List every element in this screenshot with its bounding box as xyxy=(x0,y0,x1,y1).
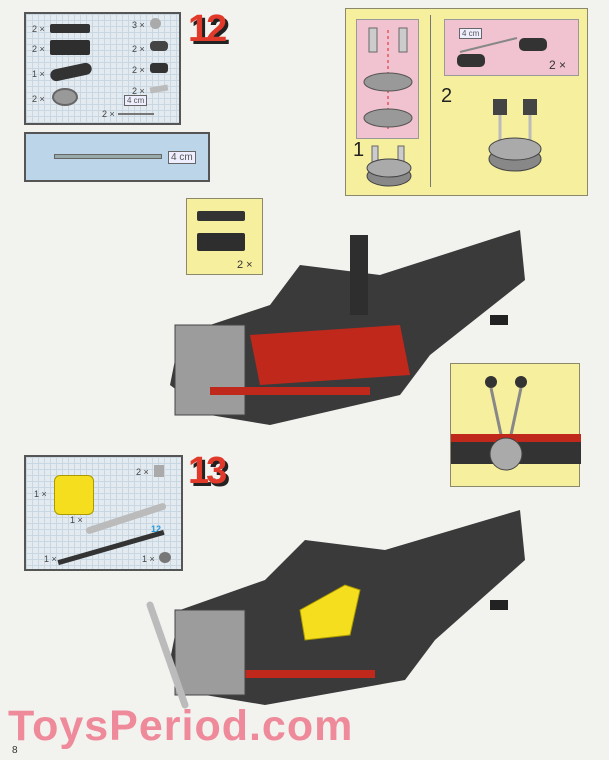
part-qty: 2 × xyxy=(132,86,145,96)
brick-icon xyxy=(197,233,245,251)
model-step12-illustration xyxy=(170,230,525,425)
connectors-icon xyxy=(457,37,547,67)
axle-part xyxy=(118,113,154,115)
part-qty: 2 × xyxy=(32,44,45,54)
subassembly-callout: 1 4 cm 2 × 2 xyxy=(345,8,588,196)
brick-callout: 2 × xyxy=(186,198,263,275)
seat-part xyxy=(54,475,94,515)
page-number: 8 xyxy=(12,745,18,756)
callout-qty: 2 × xyxy=(237,259,253,271)
axle-scale-label: 4 cm xyxy=(124,95,148,106)
pin-detail-icon xyxy=(451,376,581,471)
part-qty: 2 × xyxy=(136,467,149,477)
model-step13-illustration xyxy=(146,510,525,709)
sub1-panel xyxy=(356,19,419,139)
part-qty: 1 × xyxy=(34,489,47,499)
axle-size-label: 12 xyxy=(151,524,162,534)
watermark: ToysPeriod.com xyxy=(8,702,354,750)
wheel-part xyxy=(52,88,78,106)
axle-scale-box: 4 cm xyxy=(24,132,210,182)
part-qty: 1 × xyxy=(142,554,155,564)
brick-part xyxy=(50,40,90,55)
sub2-result-icon xyxy=(488,99,542,172)
step-number-13: 13 xyxy=(188,450,227,492)
cross-block-part xyxy=(150,41,168,51)
plate-icon xyxy=(197,211,245,221)
part-qty: 1 × xyxy=(70,515,83,525)
axle-icon xyxy=(54,154,162,159)
part-qty: 2 × xyxy=(132,44,145,54)
detail-callout xyxy=(450,363,581,487)
sub2-axle-label: 4 cm xyxy=(459,28,483,39)
part-qty: 1 × xyxy=(44,554,57,564)
part-qty: 2 × xyxy=(32,24,45,34)
sub1-label: 1 xyxy=(353,139,365,161)
step-number-12: 12 xyxy=(188,8,227,50)
divider xyxy=(430,15,431,187)
sub2-panel: 4 cm 2 × xyxy=(444,19,579,76)
wheel-pins-icon xyxy=(363,27,413,130)
part-qty: 2 × xyxy=(102,109,115,119)
part-qty: 3 × xyxy=(132,20,145,30)
liftarm-part xyxy=(49,61,93,83)
axle-length-label: 4 cm xyxy=(168,151,196,164)
plate-part xyxy=(50,24,90,33)
sub1-result-icon xyxy=(366,145,412,187)
connector-part xyxy=(150,63,168,73)
step13-parts-box: 1 × 2 × 1 × 12 1 × 1 × xyxy=(24,455,183,571)
step12-parts-box: 2 × 2 × 1 × 2 × 3 × 2 × 2 × 2 × 4 cm 2 × xyxy=(24,12,181,125)
sub2-label: 2 xyxy=(441,85,453,107)
part-qty: 1 × xyxy=(32,69,45,79)
pin-part xyxy=(149,84,169,94)
bush-part xyxy=(150,18,161,29)
part-qty: 2 × xyxy=(132,65,145,75)
part-qty: 2 × xyxy=(32,94,45,104)
sub2-qty: 2 × xyxy=(549,58,567,72)
bush-half-part xyxy=(159,552,171,563)
bush-part xyxy=(154,465,164,477)
